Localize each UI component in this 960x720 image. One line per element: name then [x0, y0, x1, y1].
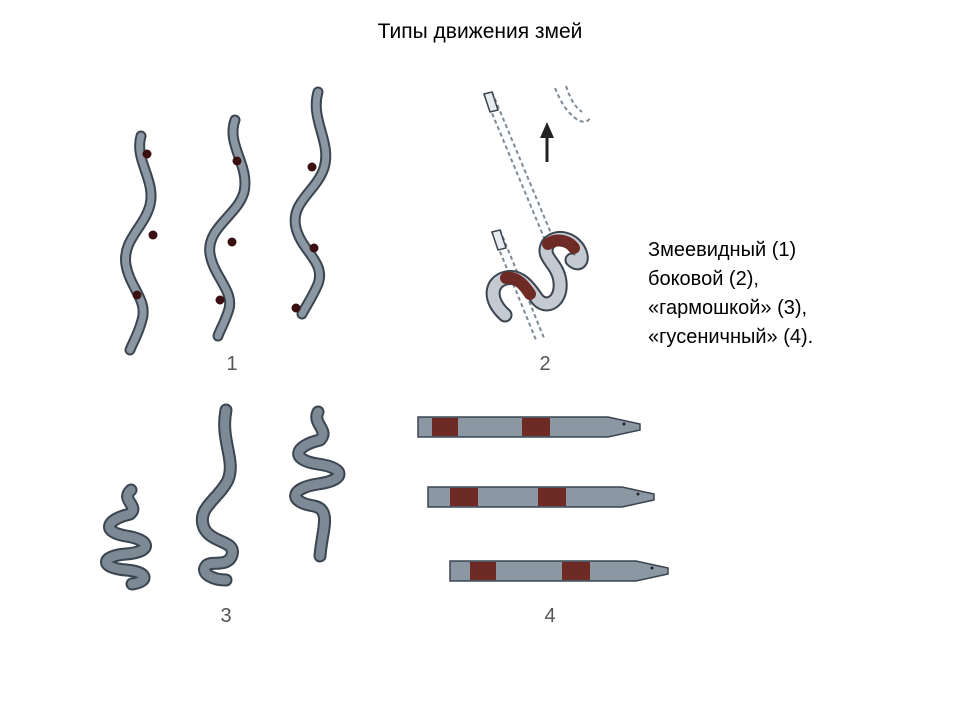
sidewinding-snakes — [483, 85, 591, 341]
caption: Змеевидный (1) боковой (2), «гармошкой» … — [648, 236, 813, 352]
snake-4b — [427, 486, 655, 508]
snake-3a — [100, 483, 152, 591]
sidewinder-snake — [485, 230, 589, 323]
snake-4c — [449, 560, 669, 582]
slide-title: Типы движения змей — [377, 20, 583, 43]
label-4: 4 — [544, 605, 555, 627]
caption-line-1: Змеевидный (1) — [648, 239, 797, 261]
snake-1c — [289, 86, 332, 320]
rectilinear-snakes — [417, 416, 669, 582]
snake-4a — [417, 416, 641, 438]
label-3: 3 — [220, 605, 231, 627]
caption-line-2: боковой (2), — [648, 268, 759, 290]
track-outline — [483, 91, 507, 251]
caption-line-3: «гармошкой» (3), — [648, 297, 808, 319]
snake-3c — [289, 405, 346, 563]
contact-points — [132, 149, 319, 313]
snake-movement-figure: 1 2 3 4 — [100, 85, 669, 627]
concertina-snakes — [100, 403, 346, 591]
snake-1b — [204, 114, 251, 342]
serpentine-snakes — [120, 86, 332, 356]
label-2: 2 — [539, 353, 550, 375]
caption-line-4: «гусеничный» (4). — [648, 326, 814, 348]
label-1: 1 — [226, 353, 237, 375]
snake-3b — [195, 403, 239, 587]
snake-1a — [120, 130, 157, 356]
direction-arrow — [540, 122, 554, 162]
